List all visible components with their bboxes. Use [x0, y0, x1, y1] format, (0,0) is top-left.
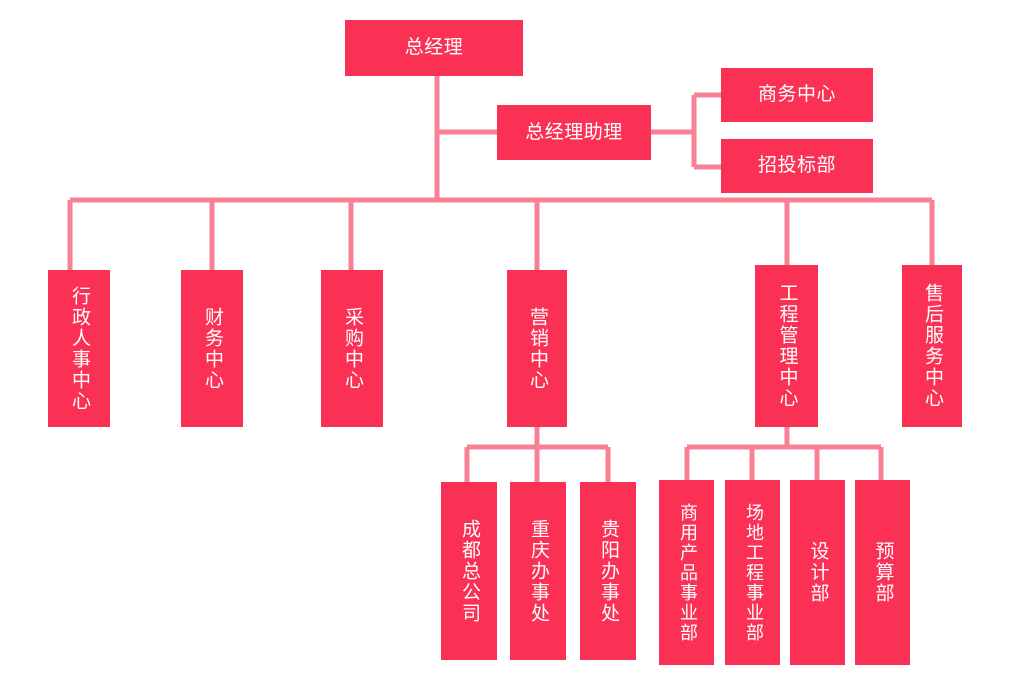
node-bidding-dept[interactable]: 招投标部: [721, 139, 873, 193]
node-site-engineering-div[interactable]: 场地工程事业部: [725, 480, 780, 665]
node-chengdu-head-office[interactable]: 成都总公司: [441, 482, 497, 660]
node-admin-hr-center[interactable]: 行政人事中心: [48, 270, 110, 427]
node-general-manager[interactable]: 总经理: [345, 20, 523, 76]
node-marketing-center[interactable]: 营销中心: [507, 270, 567, 427]
node-budget-dept[interactable]: 预算部: [855, 480, 910, 665]
node-engineering-mgmt-center[interactable]: 工程管理中心: [755, 265, 818, 427]
node-finance-center[interactable]: 财务中心: [181, 270, 243, 427]
node-procurement-center[interactable]: 采购中心: [321, 270, 383, 427]
node-guiyang-office[interactable]: 贵阳办事处: [580, 482, 636, 660]
node-gm-assistant[interactable]: 总经理助理: [497, 105, 651, 160]
node-after-sales-center[interactable]: 售后服务中心: [902, 265, 962, 427]
node-design-dept[interactable]: 设计部: [790, 480, 845, 665]
node-chongqing-office[interactable]: 重庆办事处: [510, 482, 566, 660]
node-commercial-product-div[interactable]: 商用产品事业部: [659, 480, 714, 665]
node-business-center[interactable]: 商务中心: [721, 68, 873, 122]
